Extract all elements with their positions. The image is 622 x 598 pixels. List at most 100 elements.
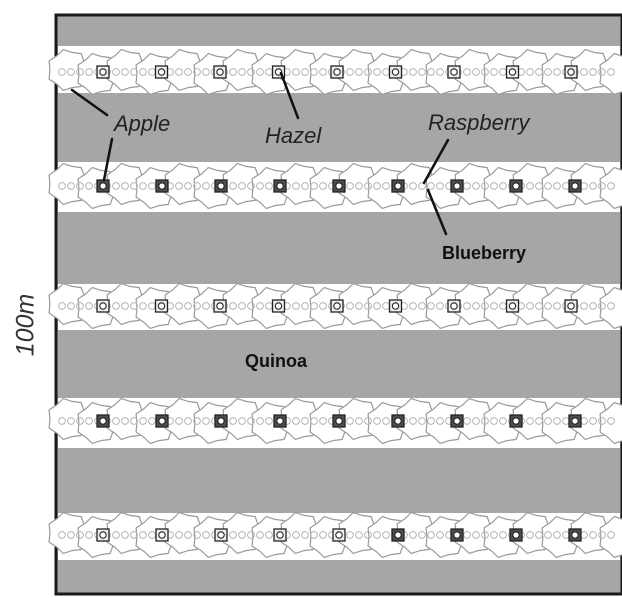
berry-plant (472, 417, 480, 425)
shrub-center (508, 302, 517, 310)
apple-callout-line-bottom (102, 137, 114, 182)
berry-plant (67, 68, 75, 76)
shrub-center (335, 417, 343, 425)
berry-plant (553, 302, 561, 310)
berry-plant (238, 302, 246, 310)
berry-plant (436, 68, 444, 76)
berry-plant (175, 531, 183, 539)
tree-canopy (599, 515, 622, 559)
shrub-center (99, 182, 107, 190)
berry-plant (463, 68, 471, 76)
shrub-center (394, 417, 402, 425)
tree-canopy (599, 166, 622, 210)
shrub-center (158, 531, 166, 539)
berry-plant (319, 68, 327, 76)
berry-plant (202, 531, 210, 539)
berry-plant (526, 417, 534, 425)
berry-plant (427, 417, 435, 425)
berry-plant (139, 68, 147, 76)
berry-plant (607, 302, 615, 310)
berry-plant (247, 302, 255, 310)
hedgerow-row (48, 162, 622, 212)
berry-plant (292, 531, 300, 539)
berry-plant (301, 531, 309, 539)
berry-plant (310, 531, 318, 539)
berry-plant (409, 68, 417, 76)
berry-plant (436, 417, 444, 425)
berry-plant (481, 182, 489, 190)
tree-canopy (599, 401, 622, 445)
berry-plant (553, 182, 561, 190)
berry-plant (535, 302, 543, 310)
berry-plant (526, 182, 534, 190)
berry-plant (355, 417, 363, 425)
berry-plant (427, 302, 435, 310)
berry-plant (310, 68, 318, 76)
shrub-center (571, 531, 579, 539)
berry-plant (598, 302, 606, 310)
berry-plant (544, 68, 552, 76)
hedgerow-row (48, 46, 622, 96)
shrub-center (391, 302, 400, 310)
berry-plant (346, 68, 354, 76)
shrub-center (216, 68, 224, 76)
berry-plant (355, 68, 363, 76)
berry-plant (175, 182, 183, 190)
berry-plant (247, 68, 255, 76)
berry-plant (490, 68, 498, 76)
berry-plant (373, 182, 381, 190)
berry-plant (130, 182, 138, 190)
berry-plant (427, 531, 435, 539)
berry-plant (598, 68, 606, 76)
berry-plant (292, 417, 300, 425)
berry-plant (409, 182, 417, 190)
shrub-center (99, 417, 107, 425)
berry-plant (121, 417, 129, 425)
shrub-center (216, 302, 224, 310)
berry-plant (202, 302, 210, 310)
hedgerow-rows (48, 46, 622, 560)
tree-canopy (599, 286, 622, 330)
berry-plant (58, 531, 66, 539)
berry-plant (202, 417, 210, 425)
berry-plant (229, 417, 237, 425)
berry-plant (292, 302, 300, 310)
berry-plant (184, 68, 192, 76)
berry-plant (67, 182, 75, 190)
berry-plant (544, 302, 552, 310)
berry-plant (481, 68, 489, 76)
berry-plant (319, 417, 327, 425)
shrub-center (157, 68, 166, 76)
berry-plant (247, 182, 255, 190)
berry-plant (238, 531, 246, 539)
berry-plant (382, 182, 390, 190)
berry-plant (490, 182, 498, 190)
shrub-center (571, 182, 579, 190)
berry-plant (418, 417, 426, 425)
berry-plant (121, 68, 129, 76)
berry-plant (490, 302, 498, 310)
berry-plant (175, 417, 183, 425)
berry-plant (130, 531, 138, 539)
berry-plant (76, 531, 84, 539)
shrub-center (276, 182, 284, 190)
hedgerow-row (48, 282, 622, 330)
berry-plant (175, 68, 183, 76)
berry-plant (193, 417, 201, 425)
berry-plant (535, 531, 543, 539)
shrub-center (157, 302, 166, 310)
shrub-center (99, 302, 107, 310)
berry-plant (472, 68, 480, 76)
shrub-center (158, 182, 166, 190)
berry-plant (355, 302, 363, 310)
berry-plant (382, 531, 390, 539)
berry-plant (526, 302, 534, 310)
berry-plant (292, 182, 300, 190)
shrub-center (512, 417, 520, 425)
berry-plant (436, 531, 444, 539)
shrub-center (450, 302, 458, 310)
berry-plant (589, 182, 597, 190)
berry-plant (544, 531, 552, 539)
berry-plant (355, 182, 363, 190)
berry-plant (364, 182, 372, 190)
